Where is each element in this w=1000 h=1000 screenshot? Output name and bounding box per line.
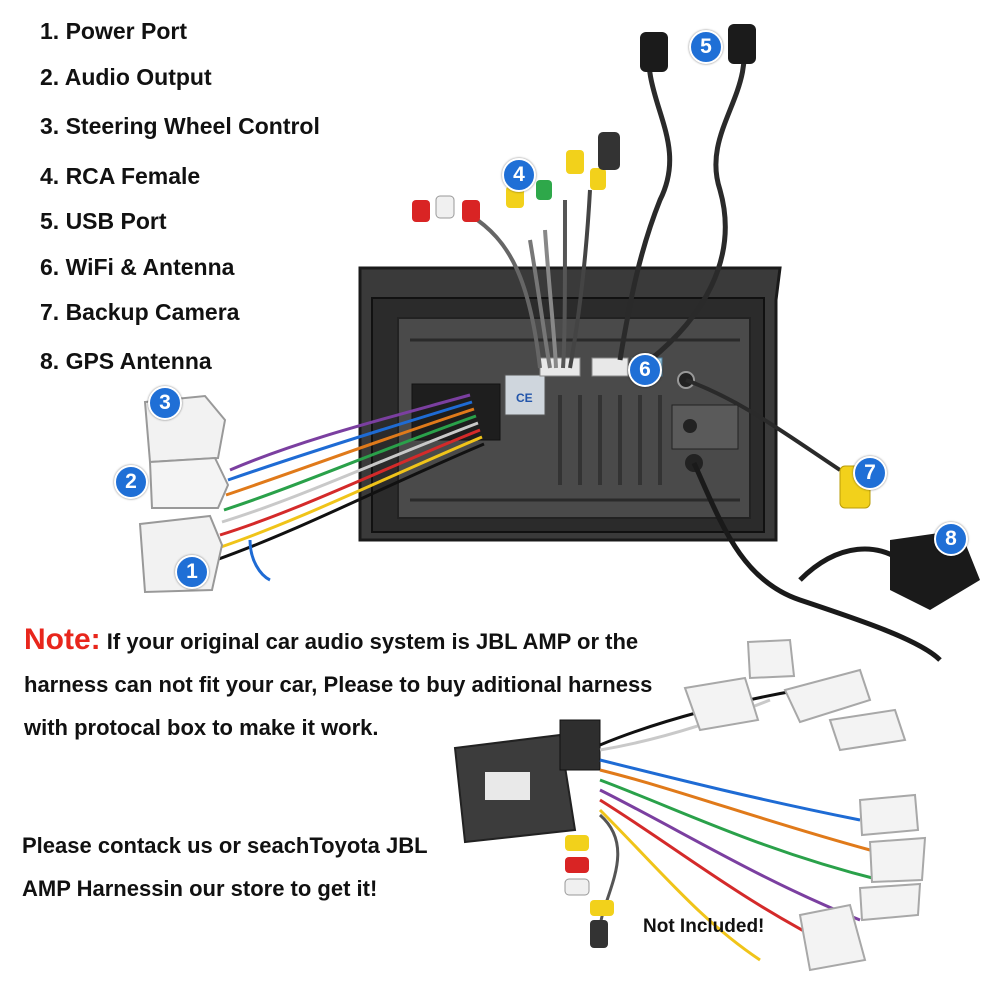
- backup-camera-cable: [685, 378, 842, 472]
- rca-plugs: [412, 132, 620, 222]
- note-label: Note:: [24, 623, 101, 656]
- not-included-caption: Not Included!: [643, 916, 765, 937]
- legend-item-backup-camera: 7. Backup Camera: [40, 299, 240, 325]
- badge-4: 4: [502, 158, 536, 192]
- jbl-amp-harness: [453, 638, 927, 972]
- legend-item-gps-antenna: 8. GPS Antenna: [40, 348, 212, 374]
- badge-5: 5: [689, 30, 723, 64]
- note-block: Note: If your original car audio system …: [24, 618, 684, 749]
- badge-2: 2: [114, 465, 148, 499]
- rca-cables: [468, 189, 592, 369]
- legend-item-audio-output: 2. Audio Output: [40, 64, 212, 90]
- harness-rca-plugs: [564, 835, 614, 948]
- legend-item-power-port: 1. Power Port: [40, 18, 187, 44]
- badge-7: 7: [853, 456, 887, 490]
- usb-plugs: [640, 24, 756, 72]
- note-text: If your original car audio system is JBL…: [24, 629, 653, 740]
- badge-6: 6: [628, 353, 662, 387]
- harness-connector: [559, 719, 601, 771]
- usb-cables: [617, 29, 747, 362]
- power-harness: [215, 393, 485, 582]
- ce-mark: CE: [516, 391, 533, 405]
- legend-item-usb-port: 5. USB Port: [40, 208, 167, 234]
- legend-item-steering-wheel-control: 3. Steering Wheel Control: [40, 113, 320, 139]
- badge-3: 3: [148, 386, 182, 420]
- contact-text: Please contack us or seachToyota JBL AMP…: [22, 833, 428, 901]
- legend-item-rca-female: 4. RCA Female: [40, 163, 201, 189]
- badge-1: 1: [175, 555, 209, 589]
- legend-item-wifi-antenna: 6. WiFi & Antenna: [40, 254, 235, 280]
- badge-8: 8: [934, 522, 968, 556]
- protocol-box-label: [485, 772, 530, 800]
- stereo-unit: CE: [358, 266, 782, 542]
